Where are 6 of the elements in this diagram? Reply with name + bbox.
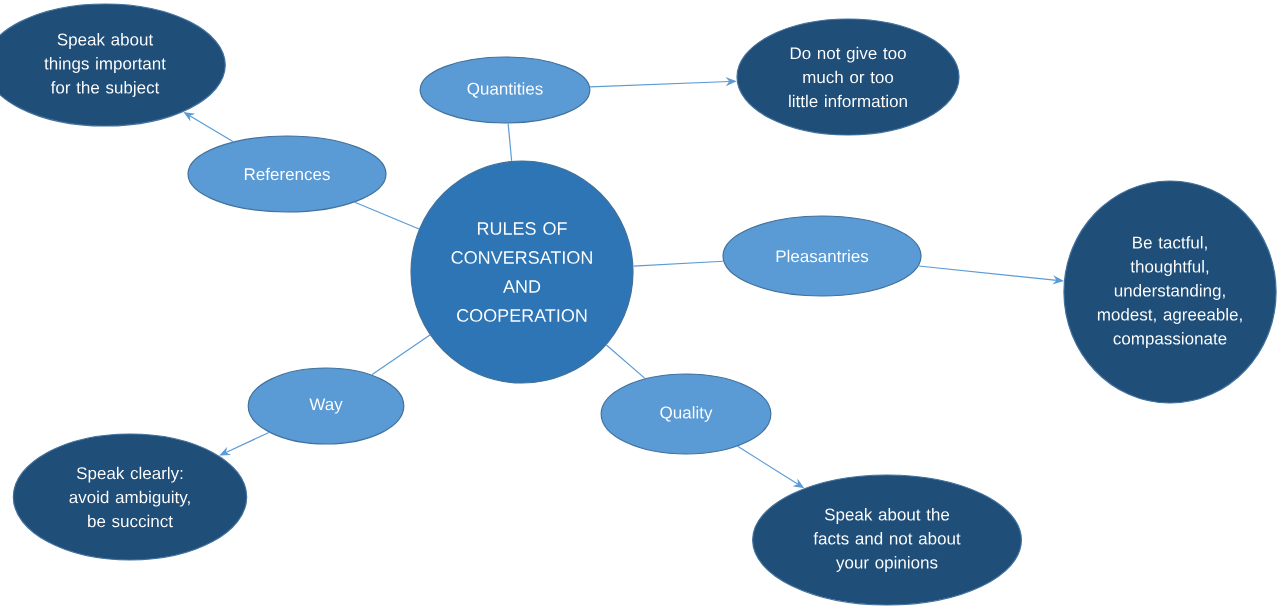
- connector: [354, 201, 420, 230]
- connector: [632, 260, 724, 267]
- connector: [371, 334, 431, 376]
- connector: [219, 431, 270, 456]
- connector: [605, 344, 646, 380]
- connector: [507, 123, 513, 162]
